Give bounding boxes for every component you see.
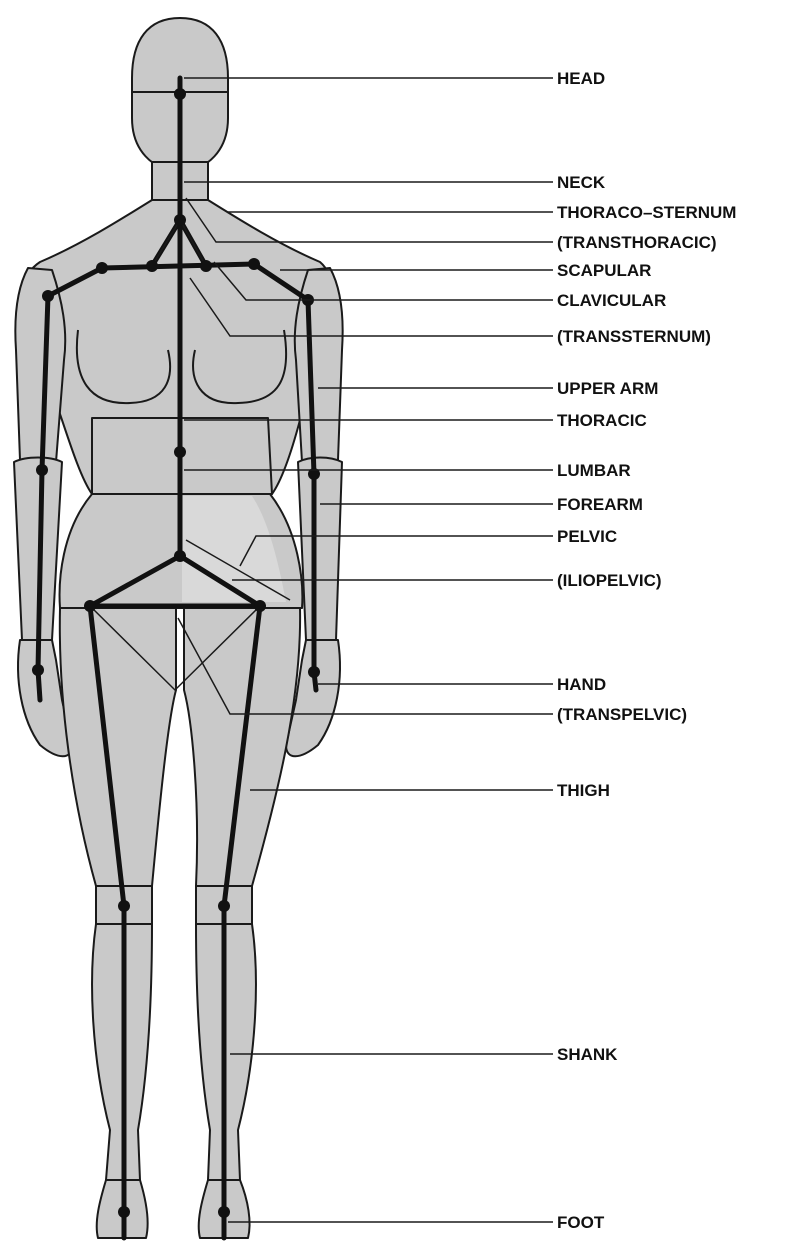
head-joint — [174, 88, 186, 100]
label-forearm: FOREARM — [557, 495, 643, 514]
label-transthoracic: (TRANSTHORACIC) — [557, 233, 717, 252]
left-hip-joint — [84, 600, 96, 612]
label-clavicular: CLAVICULAR — [557, 291, 666, 310]
right-hip-joint — [254, 600, 266, 612]
right-forearm — [298, 458, 342, 641]
label-scapular: SCAPULAR — [557, 261, 651, 280]
label-neck: NECK — [557, 173, 606, 192]
right-wrist-joint — [308, 666, 320, 678]
label-foot: FOOT — [557, 1213, 605, 1232]
label-transpelvic: (TRANSPELVIC) — [557, 705, 687, 724]
label-thoraco-sternum: THORACO–STERNUM — [557, 203, 736, 222]
right-scapula-joint — [248, 258, 260, 270]
right-ankle-joint — [218, 1206, 230, 1218]
left-ankle-joint — [118, 1206, 130, 1218]
label-lumbar: LUMBAR — [557, 461, 631, 480]
left-knee-joint — [118, 900, 130, 912]
left-elbow-joint — [36, 464, 48, 476]
left-clavicle-joint — [146, 260, 158, 272]
label-thoracic: THORACIC — [557, 411, 647, 430]
thoracic-joint — [174, 446, 186, 458]
left-scapula-joint — [96, 262, 108, 274]
segment-labels: HEAD NECK THORACO–STERNUM (TRANSTHORACIC… — [557, 69, 736, 1232]
label-thigh: THIGH — [557, 781, 610, 800]
left-upper-arm — [15, 268, 65, 469]
right-clavicle-joint — [200, 260, 212, 272]
label-transsternum: (TRANSSTERNUM) — [557, 327, 711, 346]
label-shank: SHANK — [557, 1045, 618, 1064]
left-wrist-joint — [32, 664, 44, 676]
right-knee-joint — [218, 900, 230, 912]
neck-joint — [174, 214, 186, 226]
label-head: HEAD — [557, 69, 605, 88]
label-iliopelvic: (ILIOPELVIC) — [557, 571, 662, 590]
label-upper-arm: UPPER ARM — [557, 379, 658, 398]
left-shoulder-joint — [42, 290, 54, 302]
label-pelvic: PELVIC — [557, 527, 617, 546]
label-hand: HAND — [557, 675, 606, 694]
lumbar-joint — [174, 550, 186, 562]
